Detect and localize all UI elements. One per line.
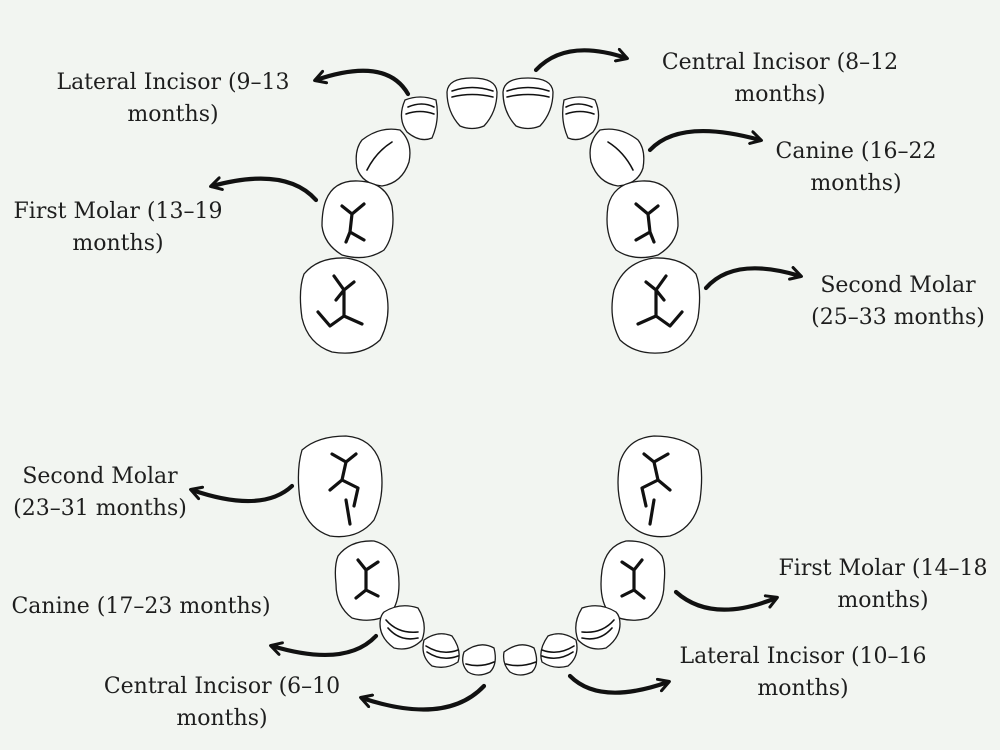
arrow-upper-lateral-incisor xyxy=(313,68,411,97)
label-line: Second Molar xyxy=(22,464,178,489)
label-upper-first-molar: First Molar (13–19 months) xyxy=(4,196,232,260)
arrow-upper-central-incisor xyxy=(533,47,629,73)
lower-arch xyxy=(297,435,703,676)
lower-central-incisor-left xyxy=(462,644,496,676)
upper-canine-right xyxy=(589,128,645,187)
upper-lateral-incisor-right xyxy=(562,96,600,141)
upper-first-molar-left xyxy=(321,180,394,259)
label-line: months) xyxy=(734,82,826,107)
label-line: Central Incisor (6–10 xyxy=(103,674,341,699)
label-line: months) xyxy=(176,706,268,731)
lower-first-molar-right xyxy=(600,540,666,621)
lower-second-molar-left xyxy=(297,435,383,538)
arrow-lower-lateral-incisor xyxy=(567,673,671,695)
arrow-upper-canine xyxy=(647,128,763,153)
upper-lateral-incisor-left xyxy=(400,96,438,141)
arrow-upper-second-molar xyxy=(703,266,803,291)
label-line: Canine (17–23 months) xyxy=(11,594,271,619)
label-line: months) xyxy=(757,676,849,701)
label-line: First Molar (13–19 xyxy=(13,199,223,224)
label-lower-central-incisor: Central Incisor (6–10 months) xyxy=(92,671,352,735)
upper-central-incisor-left xyxy=(446,77,498,130)
label-line: months) xyxy=(127,102,219,127)
upper-central-incisor-right xyxy=(502,77,554,130)
arrow-lower-second-molar xyxy=(189,483,295,504)
lower-first-molar-left xyxy=(334,540,400,621)
label-line: Second Molar xyxy=(820,273,976,298)
label-upper-second-molar: Second Molar (25–33 months) xyxy=(800,270,996,334)
label-lower-first-molar: First Molar (14–18 months) xyxy=(772,553,994,617)
label-upper-central-incisor: Central Incisor (8–12 months) xyxy=(650,47,910,111)
arrow-lower-first-molar xyxy=(673,589,779,612)
upper-second-molar-left xyxy=(299,257,389,354)
label-line: months) xyxy=(810,171,902,196)
arrow-upper-first-molar xyxy=(209,176,319,203)
label-line: Lateral Incisor (9–13 xyxy=(56,70,290,95)
label-line: months) xyxy=(837,588,929,613)
upper-canine-left xyxy=(355,128,411,187)
lower-lateral-incisor-right xyxy=(540,633,578,668)
label-line: months) xyxy=(72,231,164,256)
label-lower-canine: Canine (17–23 months) xyxy=(0,591,282,623)
lower-central-incisor-right xyxy=(502,644,538,676)
upper-second-molar-right xyxy=(611,257,701,354)
pointer-arrows xyxy=(189,47,803,712)
lower-second-molar-right xyxy=(617,435,703,538)
label-line: Lateral Incisor (10–16 xyxy=(679,644,927,669)
label-line: Canine (16–22 xyxy=(775,139,937,164)
label-lower-second-molar: Second Molar (23–31 months) xyxy=(2,461,198,525)
label-upper-canine: Canine (16–22 months) xyxy=(760,136,952,200)
label-line: Central Incisor (8–12 xyxy=(661,50,899,75)
lower-canine-right xyxy=(575,605,621,650)
upper-arch xyxy=(299,77,701,354)
label-line: (25–33 months) xyxy=(811,305,985,330)
lower-canine-left xyxy=(379,605,425,650)
label-line: First Molar (14–18 xyxy=(778,556,988,581)
lower-lateral-incisor-left xyxy=(422,633,460,668)
upper-first-molar-right xyxy=(606,180,679,259)
label-upper-lateral-incisor: Lateral Incisor (9–13 months) xyxy=(42,67,304,131)
label-lower-lateral-incisor: Lateral Incisor (10–16 months) xyxy=(668,641,938,705)
label-line: (23–31 months) xyxy=(13,496,187,521)
arrow-lower-central-incisor xyxy=(359,683,487,712)
arrow-lower-canine xyxy=(269,633,379,657)
